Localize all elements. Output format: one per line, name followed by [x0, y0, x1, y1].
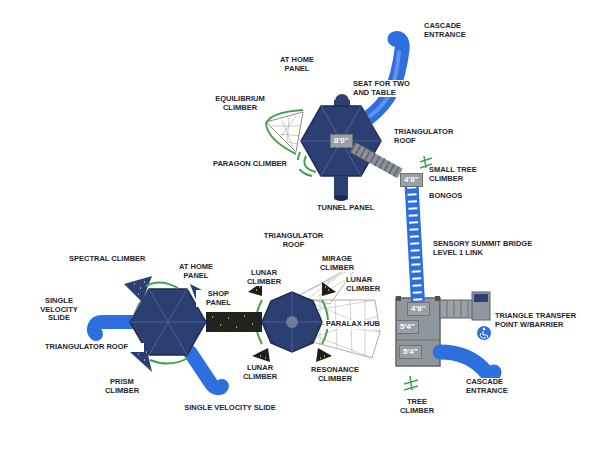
lower-deck	[396, 298, 440, 366]
tree-climber	[404, 376, 418, 390]
callout-label: MIRAGE CLIMBER	[312, 255, 362, 272]
bridge-rungs	[353, 147, 400, 173]
equilibrium-climber	[272, 116, 300, 150]
lunar-climber	[252, 348, 270, 362]
tunnel-slide	[368, 39, 402, 118]
deck-platform: 4'8"	[400, 173, 423, 187]
callout-label: SHOP PANEL	[196, 290, 241, 307]
transfer-point	[440, 300, 474, 318]
paralax-hub	[286, 316, 298, 328]
top-deck	[301, 106, 381, 176]
transfer-point	[440, 292, 490, 320]
lower-deck	[396, 340, 440, 341]
deck-platform: 4'8"	[407, 302, 430, 316]
callout-label: LUNAR CLIMBER	[345, 276, 390, 293]
accessibility-icon	[480, 331, 488, 338]
bridge-link	[412, 187, 418, 302]
walkway	[206, 312, 262, 332]
callout-label: SENSORY SUMMIT BRIDGE LEVEL 1 LINK	[432, 240, 534, 257]
cascade-slide	[440, 352, 494, 375]
callout-label: BONGOS	[428, 192, 478, 201]
lunar-climber	[316, 348, 332, 362]
climber-panels	[124, 276, 206, 372]
callout-label: TRIANGLE TRANSFER POINT W/BARRIER	[494, 312, 590, 329]
callout-label: RESONANCE CLIMBER	[300, 366, 370, 383]
deck-platform: 8'0"	[330, 134, 353, 148]
velocity-slide	[94, 322, 132, 334]
top-deck	[301, 106, 381, 176]
deck-height: 4'8"	[411, 304, 426, 314]
deck-platform: 5'4"	[399, 345, 422, 359]
callout-label: TRIANGULATOR ROOF	[393, 128, 463, 145]
transfer-point	[474, 294, 488, 302]
callout-label: EQUILIBRIUM CLIMBER	[205, 95, 275, 112]
tunnel-panel	[334, 176, 348, 198]
callout-label: PARAGON CLIMBER	[212, 160, 302, 169]
green-frames	[256, 300, 328, 344]
callout-label: SPECTRAL CLIMBER	[68, 255, 163, 264]
paralax-hub	[262, 292, 322, 352]
bridge-link	[353, 147, 400, 173]
deck-height: 5'4"	[403, 347, 418, 357]
callout-label: SINGLE VELOCITY SLIDE	[33, 297, 85, 323]
bridge-deck	[353, 147, 400, 173]
transfer-point	[472, 292, 490, 320]
transfer-point	[447, 300, 468, 318]
climber-panels	[138, 352, 147, 360]
deck-platform: 5'4"	[396, 320, 419, 334]
lower-deck	[435, 296, 440, 301]
deck-height: 4'8"	[404, 175, 419, 185]
green-frames	[256, 300, 328, 344]
tunnel-slide	[368, 39, 402, 118]
callout-label: CASCADE ENTRANCE	[423, 22, 483, 39]
callout-label: PARALAX HUB	[325, 320, 387, 329]
callout-label: LUNAR CLIMBER	[238, 364, 282, 381]
bridge-rungs	[412, 187, 418, 302]
cascade-slide	[440, 352, 494, 375]
paralax-hub	[262, 292, 322, 352]
equilibrium-climber	[266, 110, 303, 154]
lunar-climber	[322, 282, 336, 296]
callout-label: AT HOME PANEL	[172, 263, 220, 280]
deck-height: 8'0"	[334, 136, 349, 146]
walkway	[206, 312, 262, 332]
velocity-slide	[190, 352, 222, 388]
accessibility-icon	[477, 326, 491, 340]
bridge-deck	[412, 187, 418, 302]
callout-label: TRIANGULATOR ROOF	[256, 232, 331, 249]
lower-deck	[396, 296, 401, 301]
climber-panels	[124, 276, 152, 302]
lunar-climber	[256, 287, 329, 358]
accessibility-icon	[477, 326, 491, 340]
climber-panels	[146, 282, 188, 363]
top-deck	[301, 106, 381, 176]
tunnel-panel	[334, 195, 348, 201]
callout-label: SEAT FOR TWO AND TABLE	[352, 80, 422, 97]
callout-label: SMALL TREE CLIMBER	[428, 166, 488, 183]
tunnel-panel	[334, 176, 348, 201]
callout-label: TREE CLIMBER	[392, 398, 442, 415]
walkway	[212, 316, 253, 327]
equilibrium-climber	[266, 110, 303, 154]
top-deck	[361, 106, 381, 141]
callout-label: CASCADE ENTRANCE	[465, 378, 525, 395]
callout-label: LUNAR CLIMBER	[243, 269, 285, 286]
accessibility-icon	[483, 328, 486, 331]
deck-height: 5'4"	[400, 322, 415, 332]
callout-label: AT HOME PANEL	[272, 56, 322, 73]
callout-label: PRISM CLIMBER	[96, 378, 148, 395]
tree-climber	[404, 376, 418, 390]
callout-label: TUNNEL PANEL	[316, 204, 396, 213]
climber-panels	[134, 282, 145, 294]
callout-label: SINGLE VELOCITY SLIDE	[180, 404, 280, 413]
paralax-hub	[262, 292, 322, 352]
callout-label: TRIANGULATOR ROOF	[44, 343, 144, 352]
